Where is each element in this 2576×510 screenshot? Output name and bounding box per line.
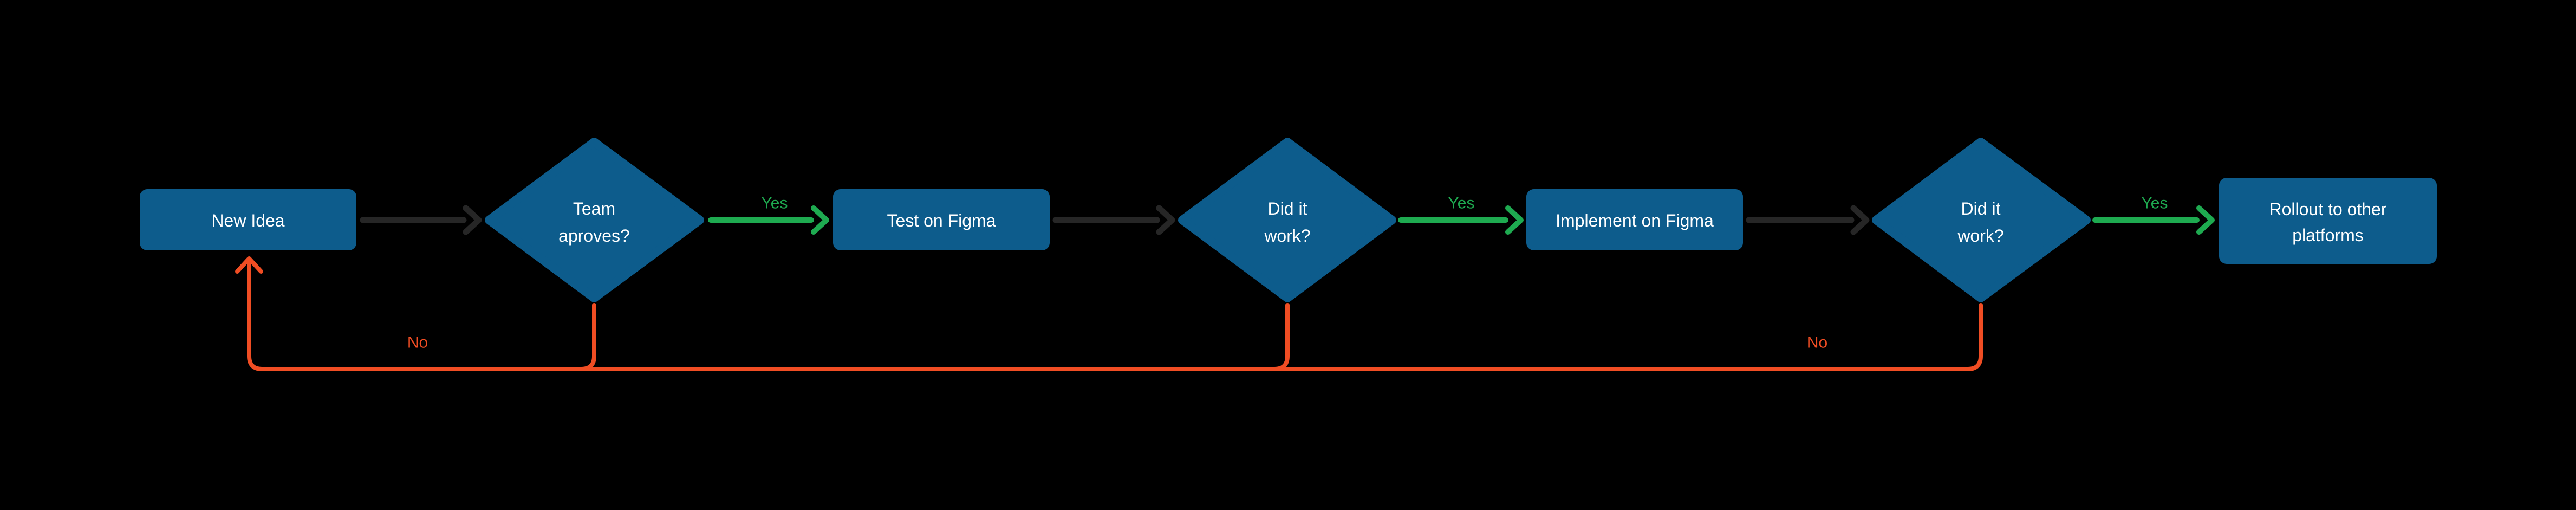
arrowhead-right-icon [1850, 205, 1870, 235]
node-did-it-work-2: Did it work? [1872, 138, 2091, 302]
node-test-on-figma: Test on Figma [833, 189, 1050, 250]
no-drop-team-aproves [567, 303, 596, 371]
node-did-it-work-1: Did it work? [1178, 138, 1396, 302]
decision-diamond [1872, 138, 2091, 302]
process-box [1526, 189, 1743, 250]
edge-label-yes: Yes [2142, 195, 2168, 212]
node-label: Test on Figma [887, 211, 996, 230]
edge-label-yes: Yes [762, 195, 788, 212]
edge-label-yes: Yes [1448, 195, 1475, 212]
node-label-line1: Rollout to other [2269, 199, 2386, 219]
process-box [833, 189, 1050, 250]
node-rollout-other-platforms: Rollout to other platforms [2219, 178, 2437, 264]
arrowhead-right-icon [463, 205, 482, 235]
arrowhead-right-icon [1505, 205, 1524, 235]
process-box [2219, 178, 2437, 264]
arrowhead-right-icon [811, 205, 829, 235]
edge-yes-1: Yes [708, 195, 829, 235]
node-label-line2: aproves? [558, 226, 630, 246]
node-label-line2: work? [1957, 226, 2003, 246]
no-loop-main-line [247, 258, 1983, 371]
node-label-line1: Did it [1961, 199, 2001, 218]
edge-implement-to-did-it-work-2 [1746, 205, 1870, 235]
node-label: New Idea [211, 211, 284, 230]
arrowhead-right-icon [2196, 205, 2215, 235]
node-implement-on-figma: Implement on Figma [1526, 189, 1743, 250]
edge-yes-2: Yes [1398, 195, 1524, 235]
arrowhead-up-icon [235, 256, 263, 274]
node-new-idea: New Idea [140, 189, 356, 250]
node-label-line1: Team [573, 199, 615, 218]
node-team-aproves: Team aproves? [485, 138, 704, 302]
edge-yes-3: Yes [2092, 195, 2215, 235]
decision-diamond [485, 138, 704, 302]
edge-no-loop: No No [235, 256, 1983, 371]
edge-label-no-right: No [1807, 334, 1827, 352]
process-box [140, 189, 356, 250]
node-label-line1: Did it [1268, 199, 1307, 218]
node-label-line2: work? [1264, 226, 1310, 246]
edge-test-to-did-it-work-1 [1052, 205, 1175, 235]
edge-label-no-left: No [407, 334, 428, 352]
node-label-line2: platforms [2292, 225, 2364, 245]
decision-diamond [1178, 138, 1396, 302]
no-drop-did-it-work-1 [1260, 303, 1290, 371]
arrowhead-right-icon [1156, 205, 1175, 235]
node-label: Implement on Figma [1556, 211, 1714, 230]
edge-new-idea-to-team-aproves [360, 205, 482, 235]
